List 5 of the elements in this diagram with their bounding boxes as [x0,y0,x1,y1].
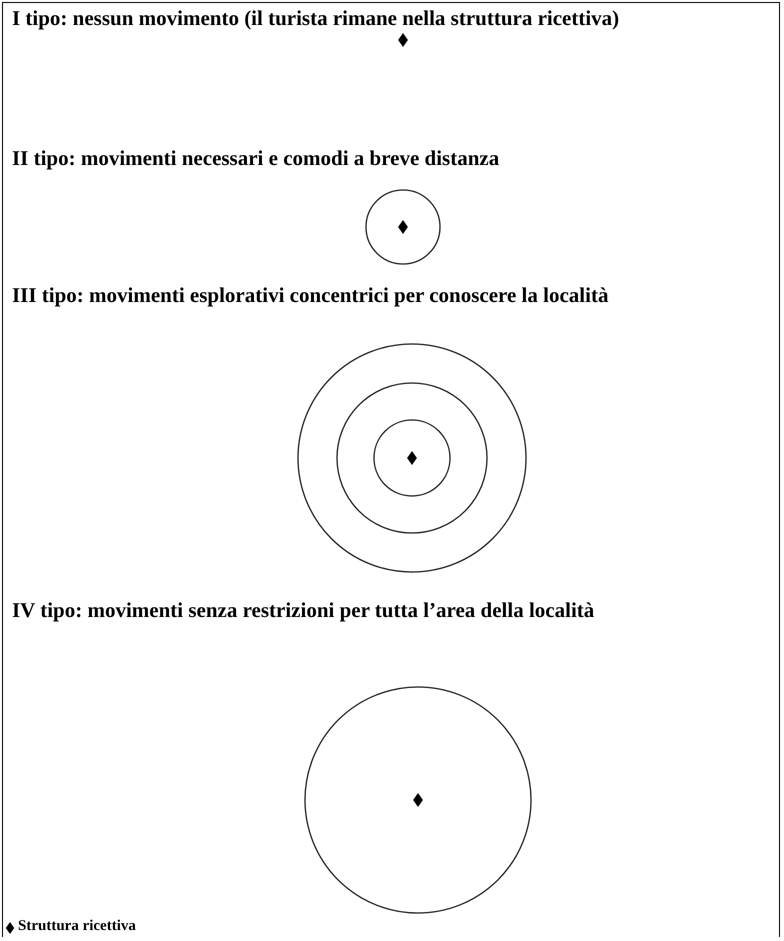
heading: II tipo: movimenti necessari e comodi a breve distanza [12,146,500,171]
legend-label: Struttura ricettiva [18,918,136,935]
heading: I tipo: nessun movimento (il turista rimane nella struttura ricettiva) [12,6,620,31]
heading: IV tipo: movimenti senza restrizioni per tutta l’area della località [12,598,594,623]
heading: III tipo: movimenti esplorativi concentrici per conoscere la località [12,283,608,308]
